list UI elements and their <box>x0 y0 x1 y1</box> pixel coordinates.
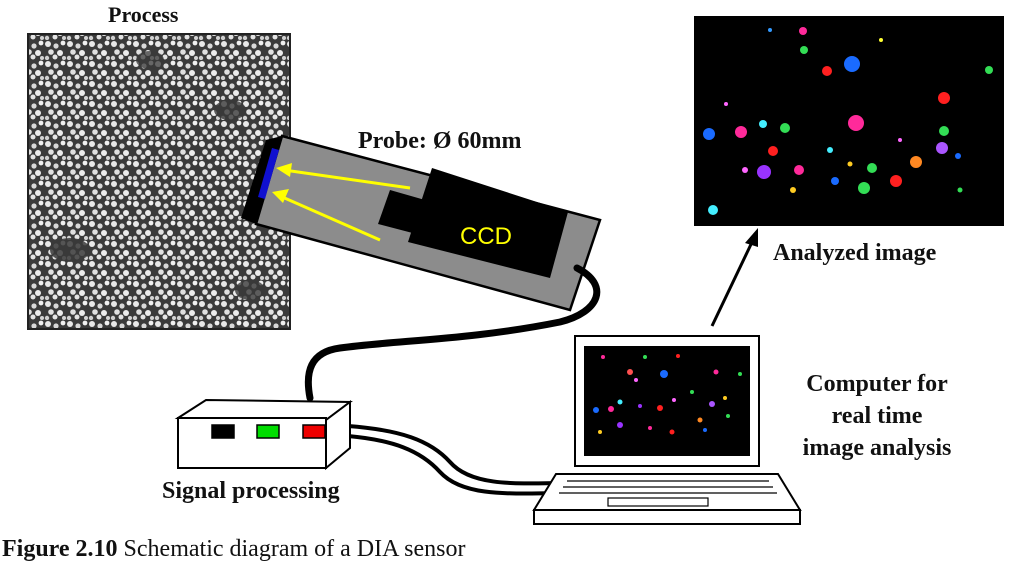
ccd-camera-front <box>378 190 432 236</box>
light-arrow-top <box>283 168 411 190</box>
probe-cable <box>304 264 601 402</box>
figure-caption: Figure 2.10 Schematic diagram of a DIA s… <box>2 536 465 563</box>
green-indicator <box>256 424 280 439</box>
computer-label-line-3: image analysis <box>802 435 952 461</box>
process-label: Process <box>108 2 179 27</box>
laptop-screen-particles <box>593 354 742 435</box>
ccd-camera-back <box>408 168 568 278</box>
analyzed-image <box>694 16 1004 226</box>
computer-label-line-2: real time <box>831 403 923 429</box>
black-indicator <box>211 424 235 439</box>
output-arrow <box>710 237 756 327</box>
process-image <box>27 33 291 330</box>
probe-window <box>258 148 279 199</box>
figure-caption-text: Schematic diagram of a DIA sensor <box>117 536 466 562</box>
signal-to-computer-cable-1 <box>347 424 561 486</box>
ccd-label: CCD <box>460 223 512 250</box>
figure-number: Figure 2.10 <box>2 536 118 562</box>
analyzed-image-label: Analyzed image <box>773 240 937 266</box>
probe-label: Probe: Ø 60mm <box>358 128 522 154</box>
laptop-computer <box>532 335 802 525</box>
signal-to-computer-cable-2 <box>347 434 561 496</box>
laptop-touchpad <box>607 497 709 507</box>
computer-label-line-1: Computer for <box>806 371 948 397</box>
computer-label: Computer for real time image analysis <box>772 368 982 464</box>
laptop-screen <box>584 346 750 456</box>
signal-processing-box <box>174 398 353 471</box>
probe <box>241 134 602 312</box>
red-indicator <box>302 424 326 439</box>
light-arrow-bottom <box>279 194 381 242</box>
signal-processing-label: Signal processing <box>162 478 340 504</box>
